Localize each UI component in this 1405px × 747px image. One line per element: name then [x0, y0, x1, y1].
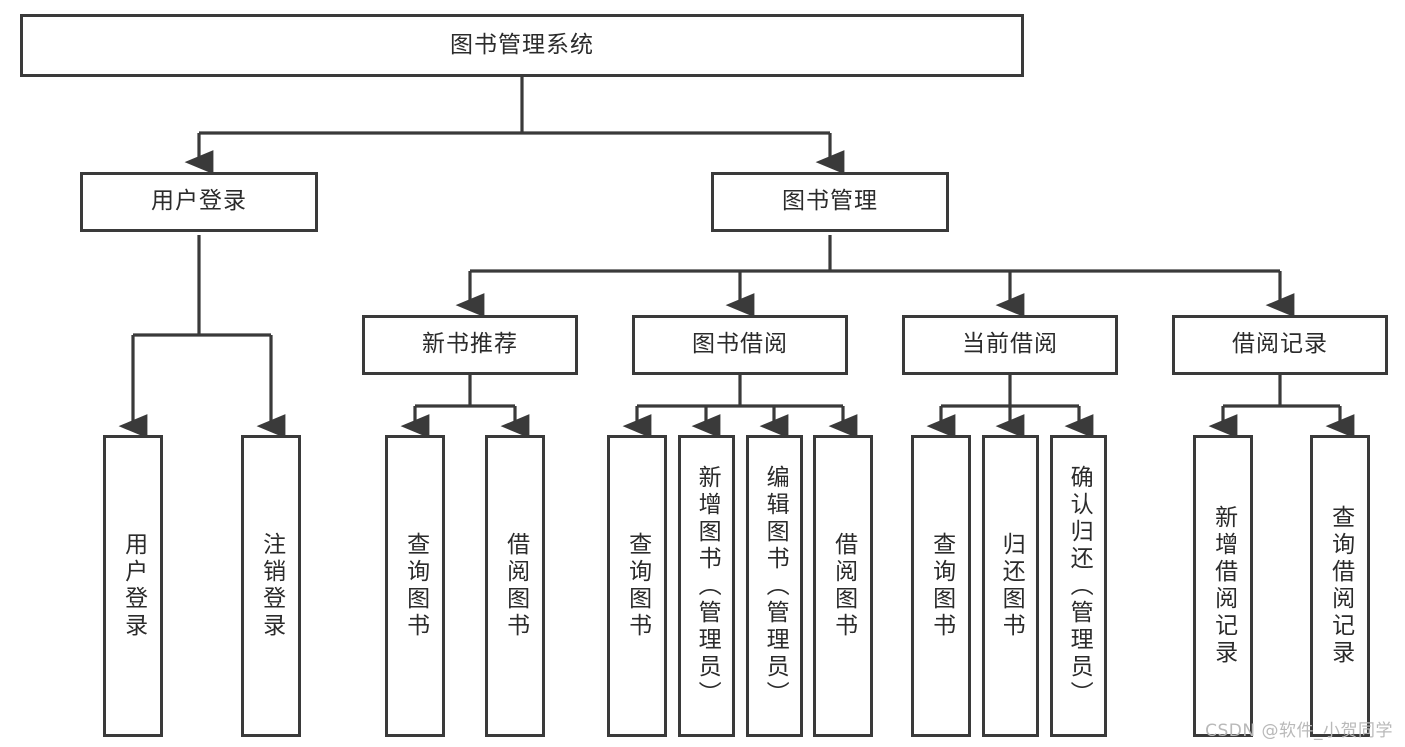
leaf-edit-book-label: 编辑图书（管理员）: [762, 464, 789, 708]
leaf-return-book[interactable]: 归还图书: [982, 435, 1039, 737]
node-root-label: 图书管理系统: [450, 31, 594, 58]
leaf-confirm-return-label: 确认归还（管理员）: [1066, 464, 1093, 708]
node-borrow-record[interactable]: 借阅记录: [1172, 315, 1388, 375]
leaf-return-book-label: 归还图书: [998, 532, 1025, 640]
node-user-login-label: 用户登录: [151, 188, 247, 215]
leaf-query-book-3-label: 查询图书: [928, 532, 955, 640]
leaf-user-login[interactable]: 用户登录: [103, 435, 163, 737]
leaf-logout-login[interactable]: 注销登录: [241, 435, 301, 737]
node-new-book-recommend[interactable]: 新书推荐: [362, 315, 578, 375]
leaf-borrow-book-1[interactable]: 借阅图书: [485, 435, 545, 737]
node-book-management[interactable]: 图书管理: [711, 172, 949, 232]
leaf-add-book[interactable]: 新增图书（管理员）: [678, 435, 735, 737]
leaf-confirm-return[interactable]: 确认归还（管理员）: [1050, 435, 1107, 737]
node-book-management-label: 图书管理: [782, 188, 878, 215]
node-new-book-recommend-label: 新书推荐: [422, 331, 518, 358]
leaf-query-book-1-label: 查询图书: [402, 532, 429, 640]
node-current-borrow[interactable]: 当前借阅: [902, 315, 1118, 375]
leaf-query-record-label: 查询借阅记录: [1327, 505, 1354, 667]
leaf-query-record[interactable]: 查询借阅记录: [1310, 435, 1370, 737]
node-current-borrow-label: 当前借阅: [962, 331, 1058, 358]
leaf-logout-login-label: 注销登录: [258, 532, 285, 640]
leaf-query-book-2-label: 查询图书: [624, 532, 651, 640]
leaf-edit-book[interactable]: 编辑图书（管理员）: [746, 435, 803, 737]
leaf-add-record-label: 新增借阅记录: [1210, 505, 1237, 667]
leaf-add-book-label: 新增图书（管理员）: [694, 464, 721, 708]
leaf-query-book-2[interactable]: 查询图书: [607, 435, 667, 737]
watermark: CSDN @软件_小贺同学: [1205, 721, 1393, 741]
leaf-query-book-3[interactable]: 查询图书: [911, 435, 971, 737]
node-user-login[interactable]: 用户登录: [80, 172, 318, 232]
leaf-borrow-book-1-label: 借阅图书: [502, 532, 529, 640]
leaf-borrow-book-2[interactable]: 借阅图书: [813, 435, 873, 737]
leaf-add-record[interactable]: 新增借阅记录: [1193, 435, 1253, 737]
node-borrow-record-label: 借阅记录: [1232, 331, 1328, 358]
node-root[interactable]: 图书管理系统: [20, 14, 1024, 77]
leaf-user-login-label: 用户登录: [120, 532, 147, 640]
leaf-query-book-1[interactable]: 查询图书: [385, 435, 445, 737]
leaf-borrow-book-2-label: 借阅图书: [830, 532, 857, 640]
node-book-borrow[interactable]: 图书借阅: [632, 315, 848, 375]
node-book-borrow-label: 图书借阅: [692, 331, 788, 358]
